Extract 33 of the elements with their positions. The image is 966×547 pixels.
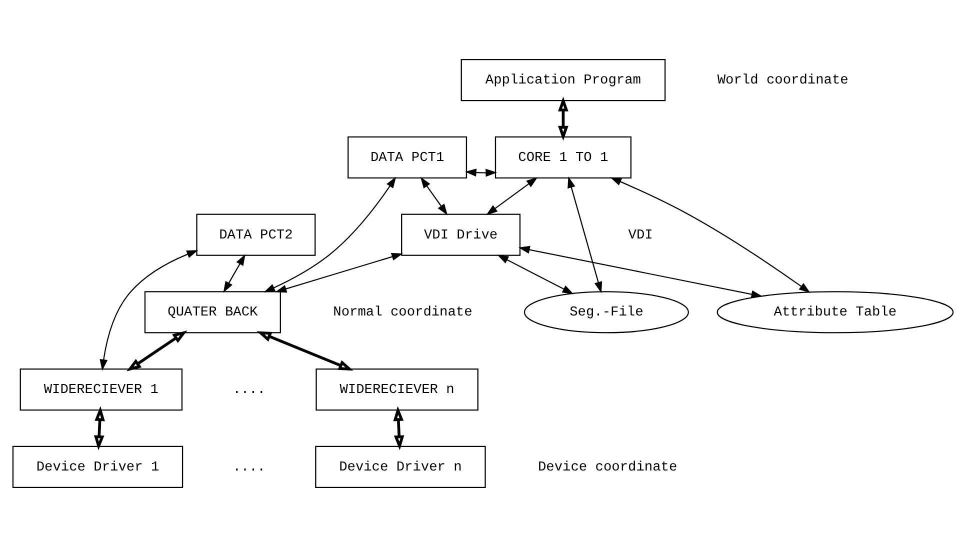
arrow [497,254,574,294]
label: Device coordinate [538,460,678,476]
arrow [126,330,188,372]
node-box: Application Program [460,58,666,102]
node-box: Device Driver n [315,446,486,488]
arrow [486,177,538,216]
arrow [518,246,763,298]
node-box: QUATER BACK [144,291,281,334]
arrow [223,254,246,293]
arrow [568,176,602,294]
arrow [393,406,404,450]
label: VDI [628,228,653,244]
label: Normal coordinate [333,306,472,321]
label: .... [232,460,266,476]
node-box: Device Driver 1 [12,446,184,488]
arrow [610,177,810,293]
arrow [464,168,498,177]
label: World coordinate [717,74,848,89]
node-box: WIDERECIEVER n [316,368,478,411]
arrow [275,252,404,293]
node-box: CORE 1 TO 1 [494,136,632,178]
arrow [100,250,198,371]
node-ellipse: Seg.-File [524,291,689,334]
arrow [264,176,396,292]
node-box: DATA PCT2 [196,214,316,256]
label: .... [232,383,266,398]
node-box: DATA PCT1 [348,136,468,178]
arrow [256,331,354,371]
arrow [420,176,448,216]
arrow [94,406,105,450]
node-box: WIDERECIEVER 1 [20,368,183,411]
node-box: VDI Drive [401,214,521,256]
arrow [558,96,568,141]
